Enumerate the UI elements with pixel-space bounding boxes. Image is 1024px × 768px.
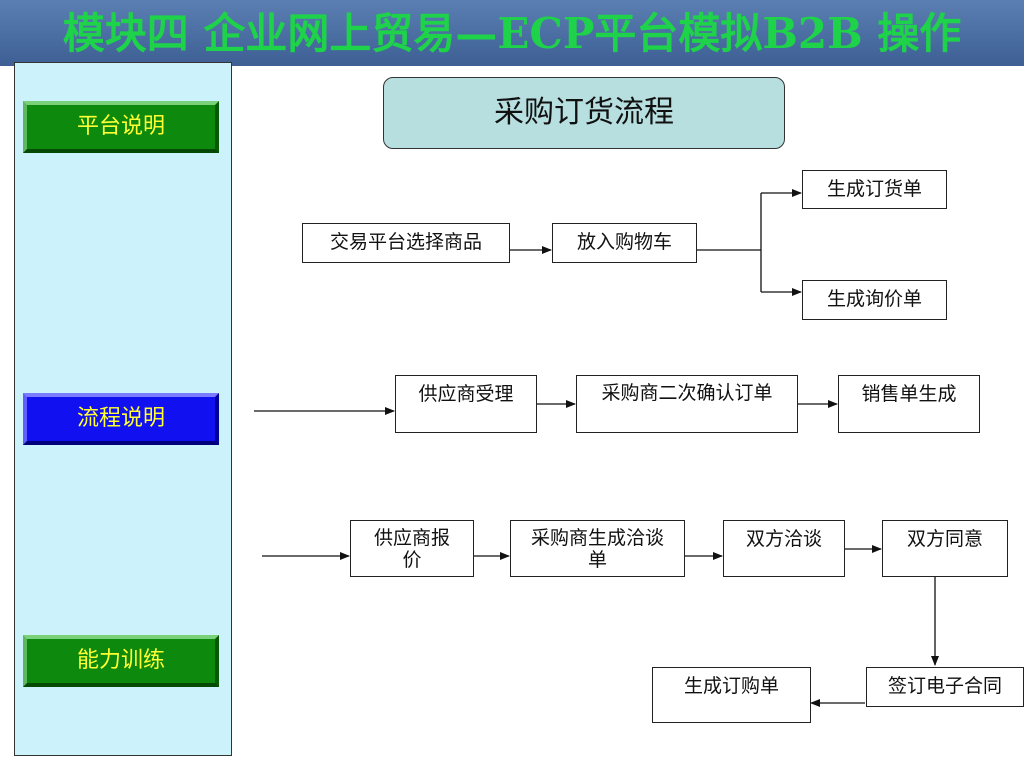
node-supplier-accept: 供应商受理 (395, 375, 537, 433)
header-bar: 模块四 企业网上贸易—ECP平台模拟B2B 操作 (0, 0, 1024, 66)
process-description-button[interactable]: 流程说明 (23, 393, 219, 445)
diagram-title: 采购订货流程 (383, 77, 785, 149)
node-generate-inquiry: 生成询价单 (802, 280, 947, 320)
node-generate-order: 生成订货单 (802, 170, 947, 209)
node-supplier-quote: 供应商报价 (350, 520, 474, 577)
node-sign-e-contract: 签订电子合同 (866, 667, 1024, 707)
node-add-to-cart: 放入购物车 (552, 223, 697, 263)
node-both-agree: 双方同意 (882, 520, 1008, 577)
node-buyer-negotiation-sheet: 采购商生成洽谈单 (510, 520, 685, 577)
node-buyer-second-confirm: 采购商二次确认订单 (576, 375, 798, 433)
page-title: 模块四 企业网上贸易—ECP平台模拟B2B 操作 (62, 9, 962, 58)
sidebar: 平台说明 流程说明 能力训练 (14, 62, 232, 756)
node-sales-order-generated: 销售单生成 (838, 375, 980, 433)
node-both-negotiate: 双方洽谈 (723, 520, 845, 577)
branch-cart-to-outputs (697, 193, 762, 292)
skill-training-button[interactable]: 能力训练 (23, 635, 219, 687)
platform-description-button[interactable]: 平台说明 (23, 101, 219, 153)
node-generate-purchase-order: 生成订购单 (652, 667, 811, 723)
node-select-goods: 交易平台选择商品 (302, 223, 510, 263)
